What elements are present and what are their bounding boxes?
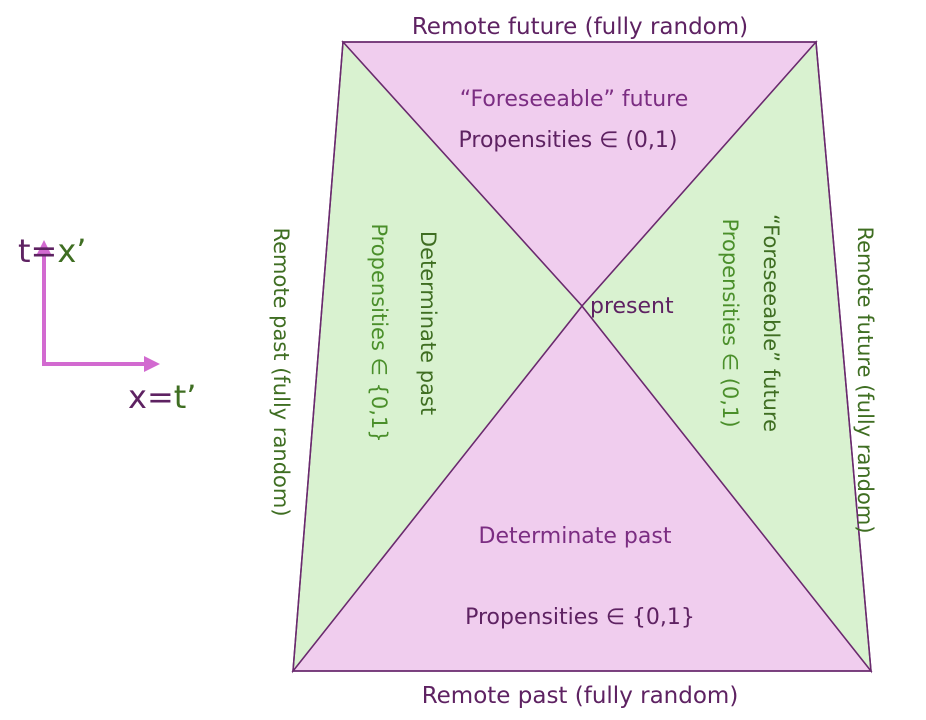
t-axis-label-right: x’ [57, 232, 86, 270]
right-edge-label: Remote future (fully random) [853, 226, 877, 533]
top-triangle-subtitle: Propensities ∈ (0,1) [459, 128, 678, 153]
bottom-triangle-subtitle: Propensities ∈ {0,1} [465, 605, 695, 630]
diagram-outline [292, 41, 872, 672]
top-edge-label: Remote future (fully random) [412, 14, 748, 40]
present-label: present [590, 294, 674, 319]
bottom-triangle-title: Determinate past [479, 524, 672, 549]
x-axis-label-left: x= [128, 378, 174, 416]
t-axis-arrowhead [36, 240, 52, 256]
top-triangle-title: “Foreseeable” future [460, 87, 689, 112]
right-triangle-title: “Foreseeable” future [759, 214, 783, 432]
left-triangle-subtitle: Propensities ∈ {0,1} [367, 223, 391, 442]
axes-legend: t=x’ x=t’ [18, 232, 196, 416]
x-axis-label: x=t’ [128, 378, 196, 416]
x-axis-arrowhead [144, 356, 160, 372]
x-axis-label-right: t’ [174, 378, 197, 416]
t-axis-label-left: t= [18, 232, 57, 270]
t-axis-label: t=x’ [18, 232, 86, 270]
left-triangle-title: Determinate past [416, 231, 440, 415]
bottom-edge-label: Remote past (fully random) [422, 683, 739, 709]
right-triangle-subtitle: Propensities ∈ (0,1) [718, 218, 742, 427]
left-edge-label: Remote past (fully random) [269, 227, 293, 516]
